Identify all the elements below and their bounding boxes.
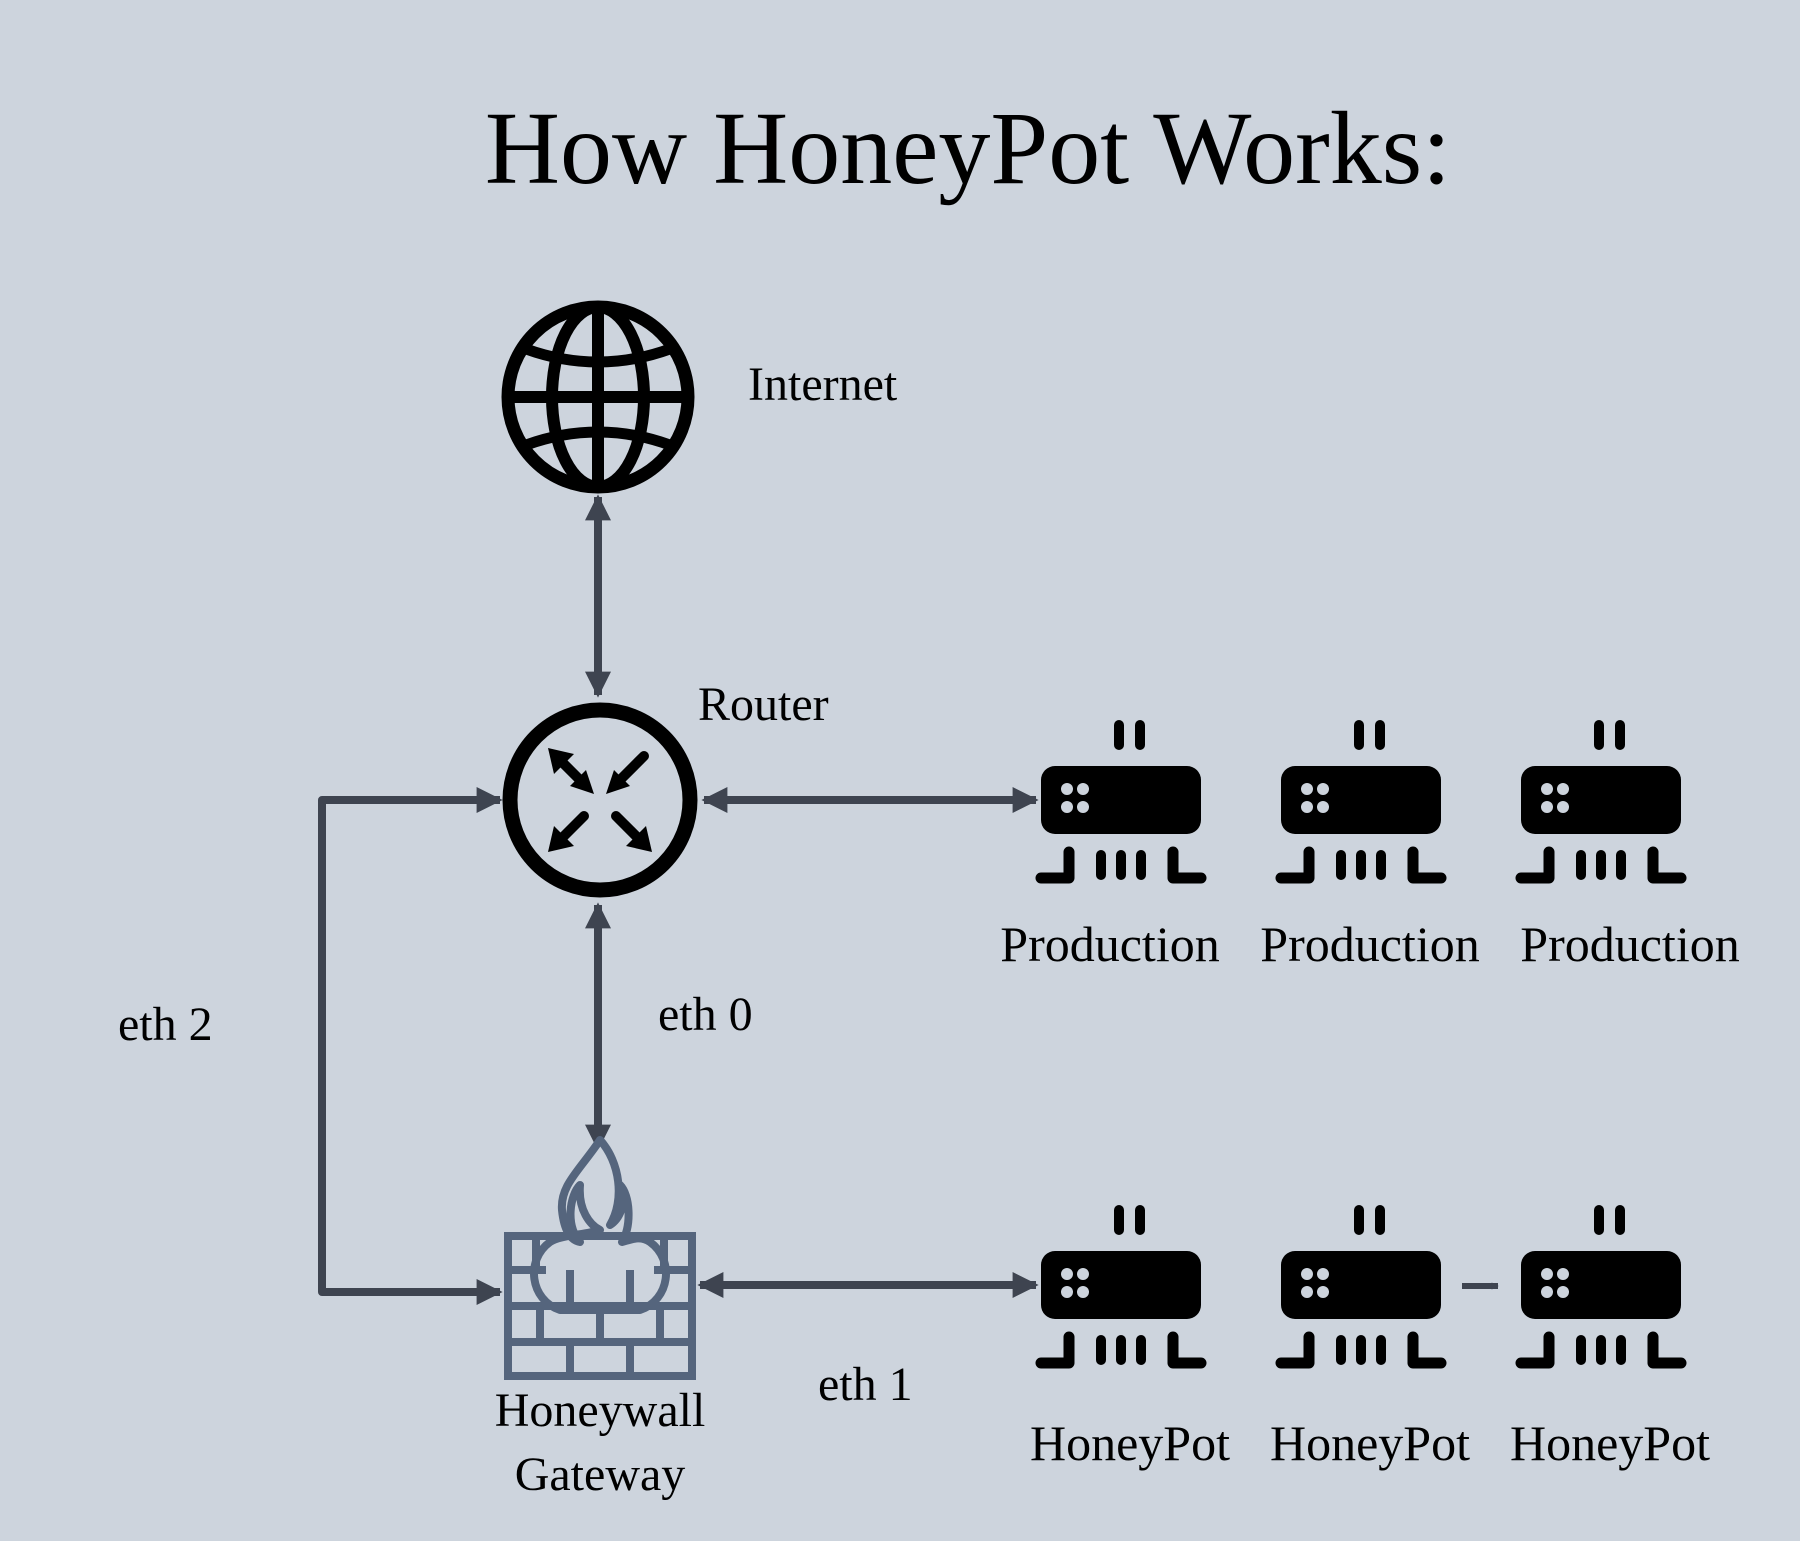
honeypot-server-1: HoneyPot xyxy=(1030,1205,1230,1471)
server-icon xyxy=(1281,720,1441,880)
gateway-label-line2: Gateway xyxy=(515,1448,686,1501)
server-icon xyxy=(1521,720,1681,880)
page-title: How HoneyPot Works: xyxy=(485,91,1451,206)
eth0-label: eth 0 xyxy=(658,988,753,1041)
honeypot-label-2: HoneyPot xyxy=(1270,1415,1470,1471)
firewall-icon xyxy=(504,1136,696,1380)
server-icon xyxy=(1521,1205,1681,1365)
production-label-2: Production xyxy=(1260,916,1479,972)
production-server-2: Production xyxy=(1260,720,1480,972)
honeypot-server-2: HoneyPot xyxy=(1270,1205,1470,1471)
honeypot-label-3: HoneyPot xyxy=(1510,1415,1710,1471)
eth1-label: eth 1 xyxy=(818,1358,913,1411)
globe-icon xyxy=(501,300,695,494)
connectors xyxy=(318,494,1499,1305)
eth2-loop-link xyxy=(318,787,503,1305)
honeypot-server-3: HoneyPot xyxy=(1510,1205,1710,1471)
production-label-3: Production xyxy=(1520,916,1739,972)
server-icon xyxy=(1041,720,1201,880)
honeypot-label-1: HoneyPot xyxy=(1030,1415,1230,1471)
eth2-label: eth 2 xyxy=(118,998,213,1051)
router-label: Router xyxy=(698,678,829,731)
gateway-label-line1: Honeywall xyxy=(495,1384,706,1437)
production-label-1: Production xyxy=(1000,916,1219,972)
server-icon xyxy=(1041,1205,1201,1365)
production-server-3: Production xyxy=(1520,720,1740,972)
server-icon xyxy=(1281,1205,1441,1365)
production-server-1: Production xyxy=(1000,720,1220,972)
router-icon xyxy=(502,702,698,898)
internet-label: Internet xyxy=(748,358,898,411)
